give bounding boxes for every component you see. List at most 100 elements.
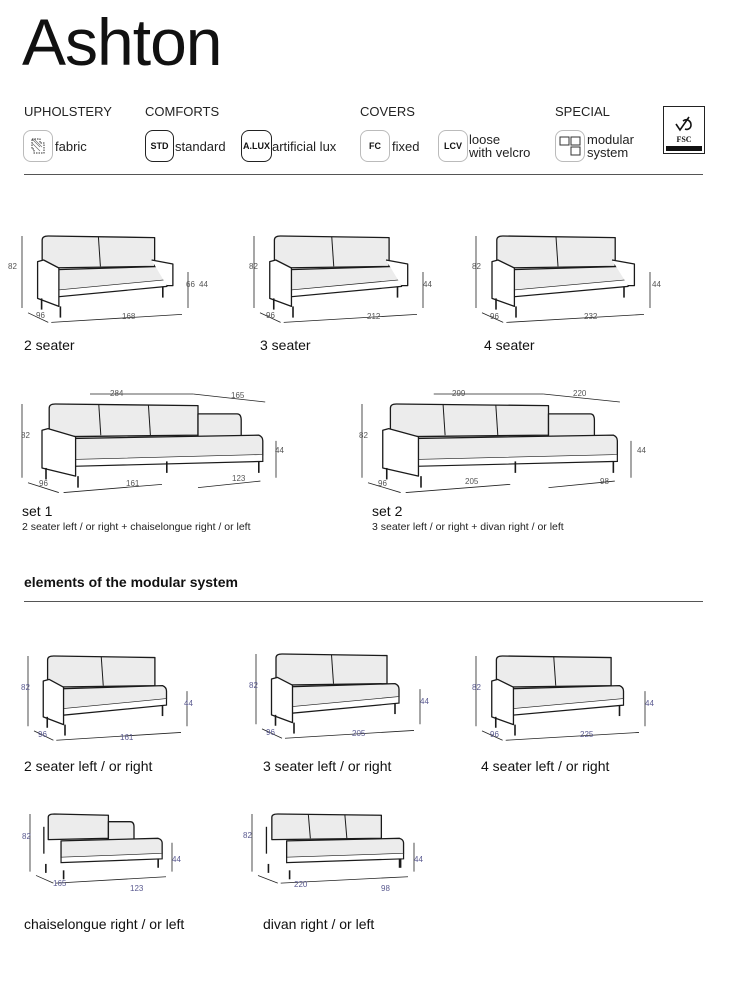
depth-arrow [35,875,54,884]
dim-width-2: 98 [600,477,609,486]
section-heading: elements of the modular system [24,574,238,590]
caption-module-4-seater: 4 seater left / or right [481,758,610,774]
tree-check-icon [675,116,692,132]
dim-height: 82 [8,262,17,271]
cushion-seam [98,404,102,436]
depth-arrow [481,312,504,323]
cushion-seam [147,404,151,436]
base-frame [60,853,163,864]
dim-height: 82 [472,683,481,692]
back-cushions [46,655,156,688]
caption-module-2-seater: 2 seater left / or right [24,758,153,774]
right-arm [385,259,409,287]
back-cushions [496,235,616,269]
width-arrow [56,732,182,741]
caption-module-3-seater: 3 seater left / or right [263,758,392,774]
dim-width: 205 [352,729,366,738]
cushion-seam [307,814,311,839]
dim-depth: 96 [38,730,47,739]
depth-arrow [367,482,401,493]
chaiselongue-drawing [29,813,173,884]
dim-seat-height: 44 [172,855,181,864]
modular-icon [555,130,585,162]
dim-height: 82 [243,831,252,840]
back-cushions [389,403,550,438]
category-special: SPECIAL [555,104,610,119]
dim-seat-height: 44 [184,699,193,708]
lcv-badge: LCV [438,130,468,162]
caption-set-2: set 2 [372,503,403,519]
category-comforts: COMFORTS [145,104,220,119]
dim-width: 225 [580,730,594,739]
dim-seat-height: 44 [199,280,208,289]
width-arrow [63,483,163,493]
depth-arrow [261,728,283,739]
dim-depth: 96 [266,311,275,320]
cushion-seam [100,656,104,686]
width-arrow [283,314,418,323]
divider [24,174,703,175]
cushion-seam [495,404,499,436]
width-arrow [505,732,640,741]
cushion-seam [555,236,559,267]
module-3-seater-drawing [255,653,421,739]
width-arrow [405,483,511,493]
modular-label: modular [587,132,634,147]
two-seater-drawing [21,235,189,323]
back-cushions [48,403,199,438]
dim-arm-height: 66 [186,280,195,289]
seat-cushion [72,434,264,461]
dim-chaise-length: 165 [231,391,245,400]
dim-depth: 96 [378,479,387,488]
fabric-label: fabric [55,139,87,154]
caption-4-seater: 4 seater [484,337,535,353]
dim-depth: 220 [294,880,308,889]
artificial-lux-label: artificial lux [272,139,337,154]
fc-badge: FC [360,130,390,162]
back-cushions [271,813,383,841]
back-cushions [275,653,388,686]
depth-arrow [481,730,503,741]
right-arm [151,259,174,287]
std-badge: STD [145,130,174,162]
width-arrow [55,876,167,884]
caption-set-1: set 1 [22,503,53,519]
width-arrow [51,314,183,323]
left-arm [41,427,77,477]
module-2-seater-drawing [27,655,188,741]
caption-chaiselongue: chaiselongue right / or left [24,916,185,932]
alux-badge: A.LUX [241,130,272,162]
category-covers: COVERS [360,104,415,119]
left-arm [270,676,294,724]
dim-height: 82 [21,431,30,440]
caption-divan: divan right / or left [263,916,375,932]
dim-width: 161 [126,479,140,488]
dim-depth: 96 [36,311,45,320]
caption-3-seater: 3 seater [260,337,311,353]
base-frame [286,853,405,864]
dim-width: 232 [584,312,598,321]
module-4-seater-drawing [475,655,646,741]
left-arm [269,259,293,308]
chaise-length-arrow [543,393,620,403]
cushion-seam [97,236,101,267]
left-arm [382,427,420,477]
dim-width: 123 [130,884,144,893]
seat-cushion [415,434,618,461]
subtitle-set-1: 2 seater left / or right + chaiselongue … [22,521,251,533]
cushion-seam [331,654,334,684]
dim-seat-height: 44 [637,446,646,455]
dim-depth: 96 [490,312,499,321]
dim-divan-length: 220 [573,389,587,398]
chaise-back [197,413,242,440]
width-2-arrow [197,480,261,489]
left-arm [36,259,60,308]
dim-width: 212 [367,312,381,321]
depth-arrow [27,482,59,493]
seat-cushion [61,684,168,710]
fixed-label: fixed [392,139,420,154]
dim-depth: 96 [266,728,275,737]
depth-arrow [259,312,281,323]
dim-width-2: 123 [232,474,246,483]
